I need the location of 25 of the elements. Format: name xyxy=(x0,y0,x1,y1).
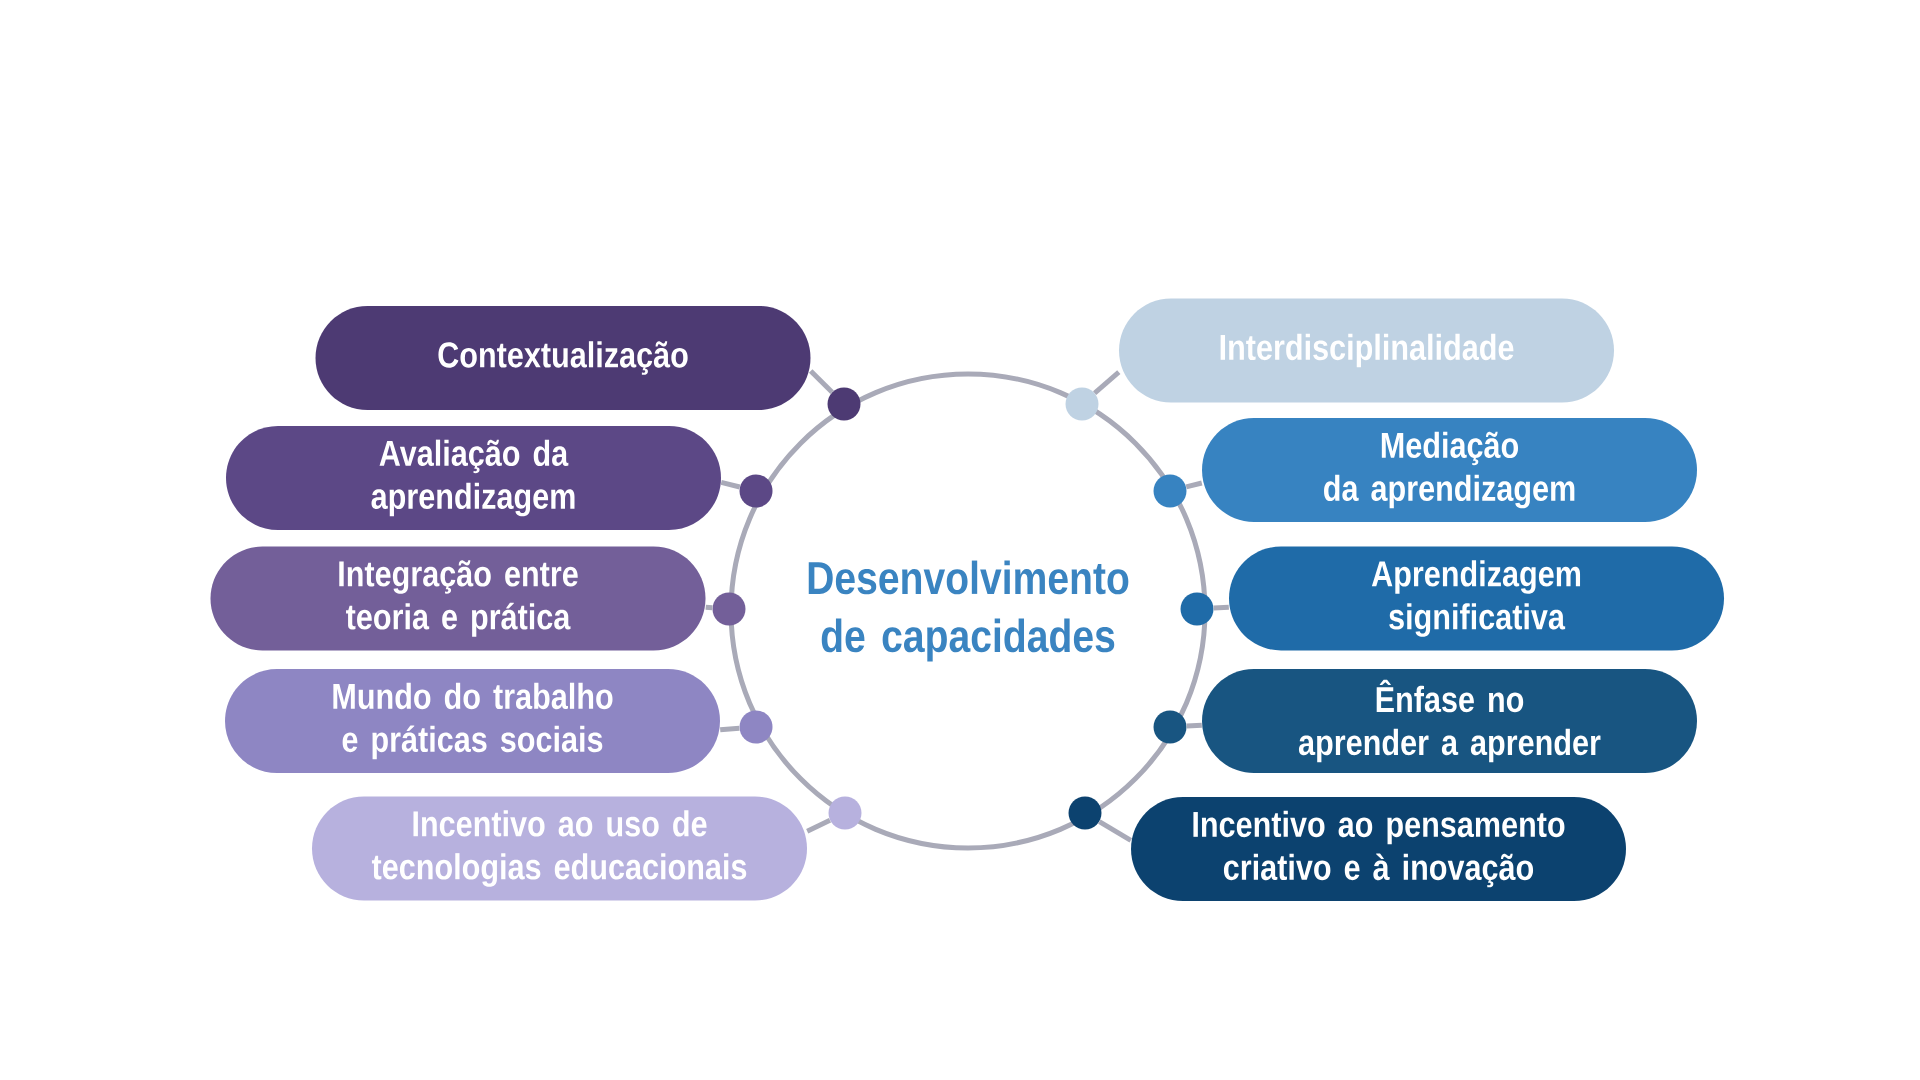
connector-line xyxy=(720,479,741,490)
connector-line xyxy=(1186,722,1202,729)
connector-dot xyxy=(739,710,773,744)
connector-line xyxy=(1185,480,1203,490)
topic-pill: Aprendizagem significativa xyxy=(1229,546,1724,651)
connector-line xyxy=(806,818,832,834)
topic-pill: Contextualização xyxy=(315,306,811,410)
connector-dot xyxy=(827,387,861,421)
connector-dot xyxy=(739,474,773,508)
topic-pill: Integração entre teoria e prática xyxy=(210,546,706,651)
connector-line xyxy=(705,604,713,611)
topic-pill: Mundo do trabalho e práticas sociais xyxy=(225,669,720,773)
connector-line xyxy=(1213,604,1229,611)
connector-line xyxy=(808,369,834,394)
connector-line xyxy=(1093,370,1121,395)
connector-dot xyxy=(712,592,746,626)
topic-pill: Ênfase no aprender a aprender xyxy=(1202,669,1697,773)
topic-pill: Incentivo ao uso de tecnologias educacionais xyxy=(312,796,807,901)
topic-pill: Incentivo ao pensamento criativo e à inovação xyxy=(1131,797,1626,901)
connector-line xyxy=(720,725,740,733)
connector-dot xyxy=(1180,592,1214,626)
topic-pill: Avaliação da aprendizagem xyxy=(226,426,721,530)
connector-line xyxy=(1098,819,1133,843)
topic-pill: Interdisciplinalidade xyxy=(1119,298,1614,403)
topic-pill: Mediação da aprendizagem xyxy=(1202,418,1697,522)
